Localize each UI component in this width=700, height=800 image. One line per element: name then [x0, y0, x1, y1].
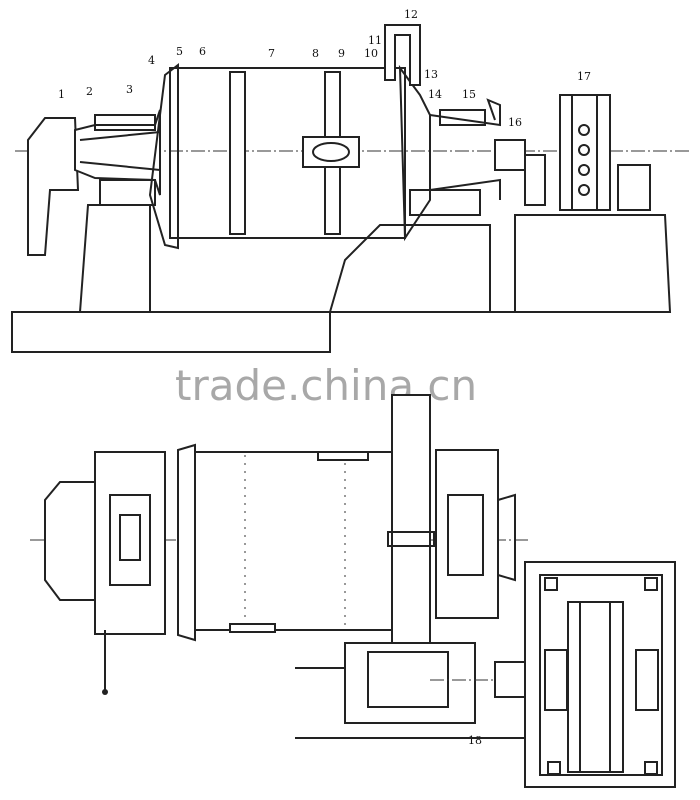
feeder-plan	[44, 481, 96, 601]
bearing-right	[439, 109, 486, 126]
label-3: 3	[126, 83, 133, 96]
watermark: trade.china.cn	[175, 361, 477, 410]
bearing-left	[94, 114, 156, 131]
label-7: 7	[268, 47, 275, 60]
mill-shell-plan	[194, 451, 396, 631]
label-12: 12	[404, 8, 418, 21]
plan-view	[30, 394, 676, 788]
label-4: 4	[148, 54, 155, 67]
label-14: 14	[428, 88, 442, 101]
coupling-plan	[494, 661, 526, 698]
gear-guard	[384, 24, 421, 86]
feeder	[27, 117, 80, 256]
motor	[559, 94, 611, 211]
label-6: 6	[199, 45, 206, 58]
motor-plan	[567, 601, 624, 773]
end-cover-left	[148, 62, 179, 250]
label-17: 17	[577, 70, 591, 83]
end-flange-left	[177, 443, 196, 642]
inlet-trunnion	[74, 109, 161, 196]
pier-left	[78, 204, 151, 313]
bearing-housing-right	[435, 449, 499, 619]
label-18: 18	[468, 734, 482, 747]
part-labels: 1 2 3 4 5 6 7 8 9 10 11 12 13 14 15 16 1…	[58, 8, 591, 747]
label-10: 10	[364, 47, 378, 60]
bearing-housing-left	[94, 451, 166, 635]
section-view	[11, 24, 690, 353]
end-cover-right	[398, 64, 431, 242]
label-11: 11	[368, 34, 382, 47]
label-13: 13	[424, 68, 438, 81]
mill-shell	[169, 67, 406, 239]
reducer-base	[344, 642, 476, 724]
ground-foundation	[11, 311, 331, 353]
label-15: 15	[462, 88, 476, 101]
label-1: 1	[58, 88, 65, 101]
motor-base	[514, 214, 672, 313]
outlet-trunnion	[429, 98, 501, 200]
label-8: 8	[312, 47, 319, 60]
label-5: 5	[176, 45, 183, 58]
label-16: 16	[508, 116, 522, 129]
coupling	[494, 139, 526, 171]
manhole	[302, 136, 360, 168]
label-2: 2	[86, 85, 93, 98]
label-9: 9	[338, 47, 345, 60]
